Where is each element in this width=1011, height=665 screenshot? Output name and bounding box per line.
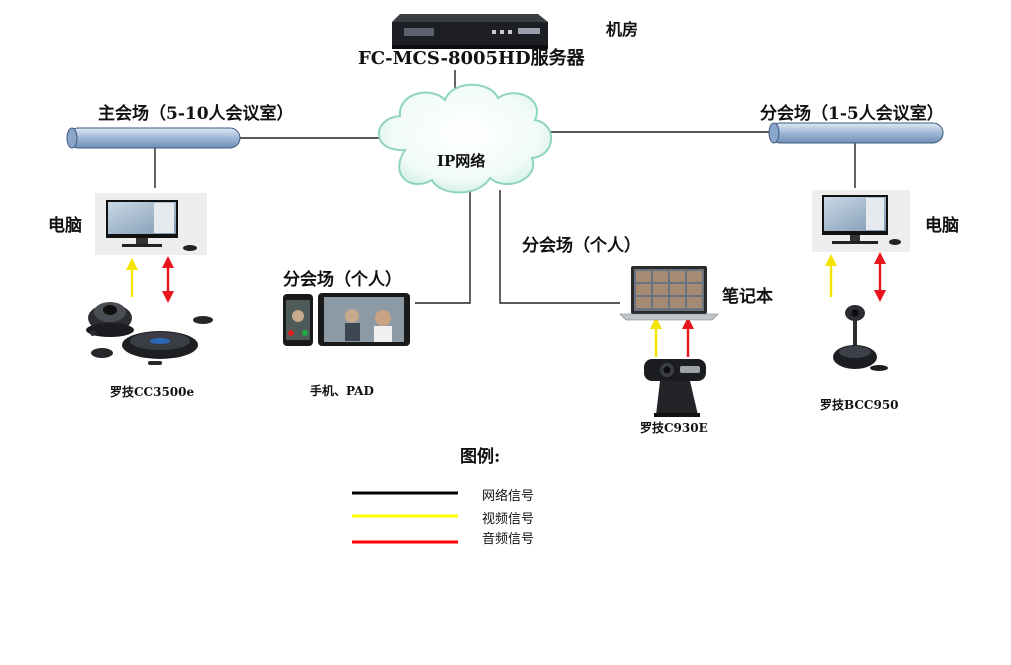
monitor-icon (95, 193, 207, 255)
cloud-icon (377, 83, 553, 194)
network-lines (154, 70, 856, 304)
signal-arrows (126, 252, 886, 357)
branch-room-device-label: 罗技BCC950 (820, 398, 899, 412)
legend-title: 图例: (460, 447, 501, 467)
branch-mobile-title: 分会场（个人） (283, 270, 402, 290)
server-name-label: FC-MCS-8005HD服务器 (358, 48, 585, 69)
legend-item-network: 网络信号 (482, 489, 535, 504)
branch-room-title: 分会场（1-5人会议室） (760, 104, 944, 124)
main-venue-pc-label: 电脑 (48, 216, 82, 236)
legend-item-video: 视频信号 (482, 512, 535, 527)
main-venue-title: 主会场（5-10人会议室） (98, 104, 294, 124)
network-label: IP网络 (437, 152, 486, 170)
branch-laptop-device-label: 罗技C930E (640, 421, 708, 435)
laptop-label: 笔记本 (722, 287, 773, 307)
branch-mobile-device-label: 手机、PAD (310, 384, 374, 398)
legend-item-audio: 音频信号 (482, 532, 535, 547)
branch-laptop-title: 分会场（个人） (522, 236, 641, 256)
tablet-icon (318, 293, 410, 346)
pipe-icon (66, 122, 944, 149)
phone-icon (283, 294, 313, 346)
webcam-icon (644, 359, 706, 417)
legend-lines (352, 491, 458, 544)
laptop-icon (619, 266, 719, 321)
server-room-label: 机房 (606, 20, 639, 39)
monitor-icon (812, 190, 910, 252)
branch-room-pc-label: 电脑 (925, 216, 959, 236)
conference-cam-icon (833, 305, 888, 371)
main-venue-device-label: 罗技CC3500e (110, 385, 195, 399)
server-icon (392, 14, 548, 49)
conference-cam-icon (86, 302, 213, 365)
